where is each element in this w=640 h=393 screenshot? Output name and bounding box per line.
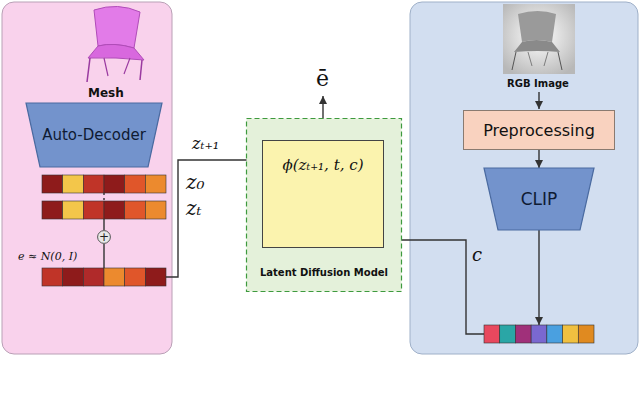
vector-label: c	[472, 244, 482, 265]
part-label: RGB Image	[507, 78, 569, 89]
noise-vector: e ≈ N(0, I)	[42, 268, 166, 286]
connector	[538, 150, 539, 168]
condition-vector-shape	[484, 325, 594, 343]
input-arrow	[538, 92, 539, 109]
vector-label: zₜ	[186, 196, 201, 220]
connector	[103, 193, 104, 201]
process-box: Preprocessing	[463, 110, 615, 150]
part-label: Mesh	[88, 86, 124, 100]
latent-vector: zₜ	[42, 201, 166, 219]
diffusion-region: Latent Diffusion Model ϕ(zₜ₊₁, t, c)	[246, 118, 402, 292]
noise-vector-shape	[42, 268, 166, 286]
connector	[538, 230, 539, 325]
latent-vector-shape	[42, 201, 166, 219]
connector	[103, 219, 104, 230]
node-text: Preprocessing	[483, 121, 595, 140]
condition-vector: c	[484, 325, 594, 343]
node-text: +	[99, 230, 109, 244]
rgb-chair-image	[503, 4, 575, 74]
node-text: ϕ(zₜ₊₁, t, c)	[283, 156, 364, 174]
right-panel	[410, 2, 638, 354]
vector-label: z₀	[186, 170, 205, 194]
denoiser-box: ϕ(zₜ₊₁, t, c)	[262, 140, 384, 248]
latent-vector-shape	[42, 175, 166, 193]
latent-vector: z₀	[42, 175, 166, 193]
chair-mesh	[87, 6, 144, 82]
left-panel	[2, 2, 172, 354]
output-symbol: ē	[316, 66, 329, 91]
add-symbol: +	[97, 230, 111, 244]
connector	[103, 244, 104, 268]
node-text: Auto-Decoder	[42, 126, 146, 144]
vector-label: e ≈ N(0, I)	[18, 250, 77, 263]
edge-label: zₜ₊₁	[192, 134, 219, 153]
decoder-block: Auto-Decoder	[26, 103, 162, 167]
encoder-block: CLIP	[484, 168, 594, 230]
node-text: Latent Diffusion Model	[260, 267, 388, 278]
node-text: CLIP	[521, 189, 558, 209]
